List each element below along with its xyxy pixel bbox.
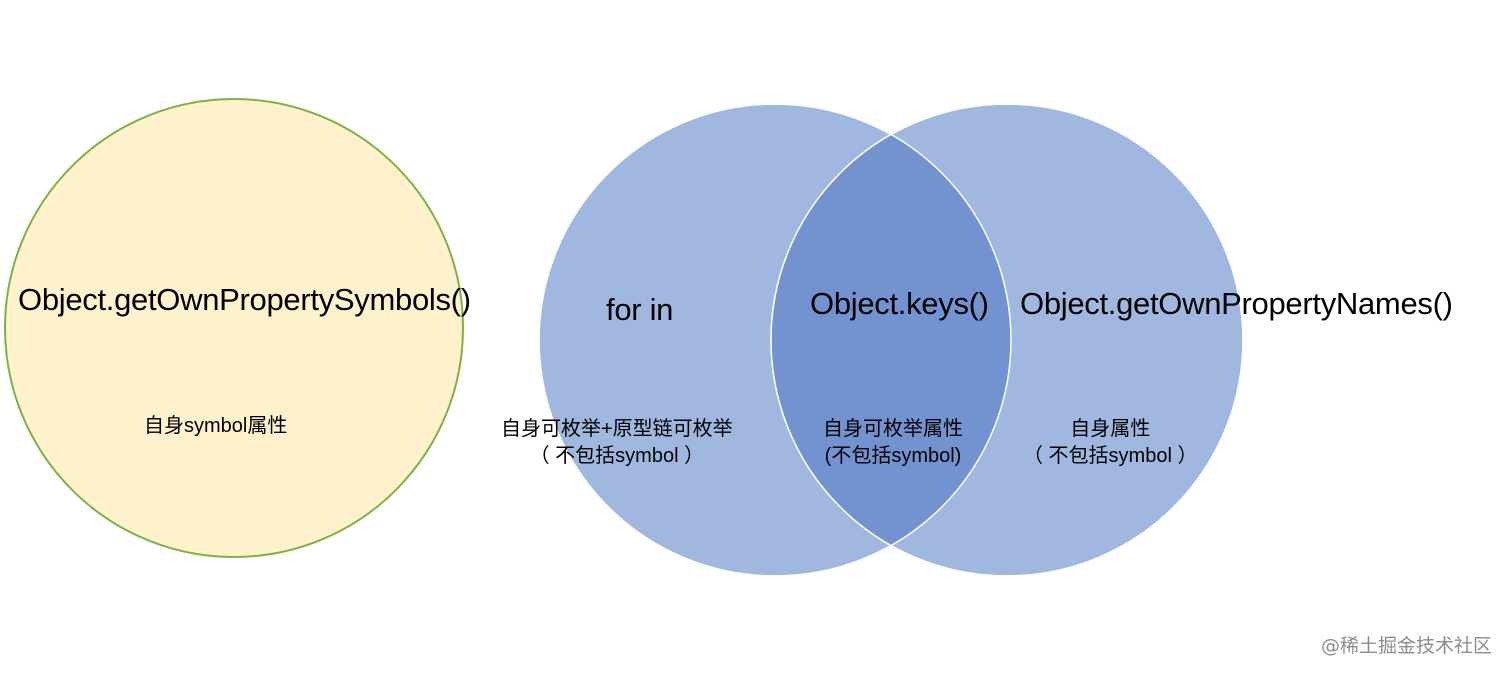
- for-in-description-line1: 自身可枚举+原型链可枚举: [501, 418, 733, 440]
- watermark: @稀土掘金技术社区: [1320, 635, 1492, 657]
- keys-set-title: Object.keys(): [810, 286, 989, 321]
- keys-description-line2: (不包括symbol): [824, 445, 962, 467]
- names-set-title: Object.getOwnPropertyNames(): [1020, 286, 1453, 321]
- names-set-description: 自身属性 （ 不包括symbol ）: [1023, 416, 1197, 470]
- symbols-circle: [4, 98, 464, 558]
- for-in-set-description: 自身可枚举+原型链可枚举 （ 不包括symbol ）: [501, 416, 733, 470]
- keys-set-description: 自身可枚举属性 (不包括symbol): [823, 416, 963, 470]
- for-in-description-line2: （ 不包括symbol ）: [529, 445, 705, 467]
- for-in-set-title: for in: [606, 292, 674, 327]
- keys-description-line1: 自身可枚举属性: [823, 418, 963, 440]
- for-in-circle-outline: [538, 103, 1012, 577]
- symbols-set-description: 自身symbol属性: [144, 415, 288, 437]
- own-property-names-circle-outline: [770, 103, 1244, 577]
- keys-intersection-region: [771, 104, 1011, 576]
- symbols-set-title: Object.getOwnPropertySymbols(): [18, 282, 471, 317]
- names-description-line2: （ 不包括symbol ）: [1023, 445, 1198, 467]
- names-description-line1: 自身属性: [1070, 418, 1151, 440]
